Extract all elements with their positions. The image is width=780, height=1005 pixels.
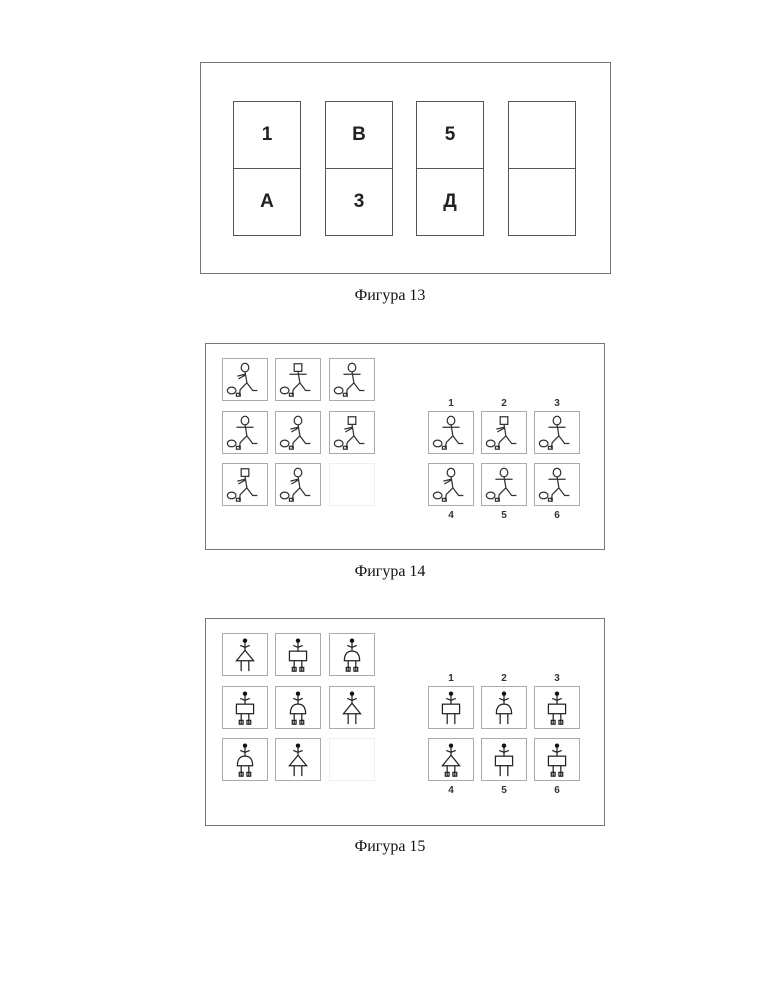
option-number: 1 — [428, 398, 474, 409]
pattern-cell — [275, 411, 321, 454]
letter-number-cell — [508, 101, 576, 169]
empty-answer-cell — [329, 463, 375, 506]
answer-option-cell — [481, 738, 527, 781]
pattern-cell — [222, 358, 268, 401]
pattern-cell — [222, 463, 268, 506]
option-number: 2 — [481, 398, 527, 409]
answer-option-cell — [481, 463, 527, 506]
pattern-cell — [275, 358, 321, 401]
pattern-cell — [222, 411, 268, 454]
letter-number-cell: 1 — [233, 101, 301, 169]
letter-number-cell: В — [325, 101, 393, 169]
option-number: 2 — [481, 673, 527, 684]
answer-option-cell — [428, 738, 474, 781]
answer-option-cell — [481, 411, 527, 454]
option-number: 4 — [428, 785, 474, 796]
empty-answer-cell — [329, 738, 375, 781]
option-number: 1 — [428, 673, 474, 684]
option-number: 3 — [534, 398, 580, 409]
option-number: 3 — [534, 673, 580, 684]
answer-option-cell — [428, 686, 474, 729]
pattern-cell — [275, 686, 321, 729]
pattern-cell — [222, 686, 268, 729]
pattern-cell — [222, 633, 268, 676]
letter-number-cell: 3 — [325, 168, 393, 236]
answer-option-cell — [481, 686, 527, 729]
answer-option-cell — [534, 738, 580, 781]
figure-14-caption: Фигура 14 — [0, 563, 780, 581]
option-number: 5 — [481, 510, 527, 521]
pattern-cell — [329, 358, 375, 401]
pattern-cell — [329, 633, 375, 676]
letter-number-cell — [508, 168, 576, 236]
pattern-cell — [275, 738, 321, 781]
pattern-cell — [275, 463, 321, 506]
pattern-cell — [329, 411, 375, 454]
answer-option-cell — [428, 411, 474, 454]
letter-number-cell: А — [233, 168, 301, 236]
answer-option-cell — [428, 463, 474, 506]
option-number: 6 — [534, 785, 580, 796]
answer-option-cell — [534, 463, 580, 506]
figure-13-caption: Фигура 13 — [0, 287, 780, 305]
pattern-cell — [329, 686, 375, 729]
option-number: 6 — [534, 510, 580, 521]
option-number: 5 — [481, 785, 527, 796]
pattern-cell — [222, 738, 268, 781]
answer-option-cell — [534, 411, 580, 454]
figure-15-caption: Фигура 15 — [0, 838, 780, 856]
option-number: 4 — [428, 510, 474, 521]
pattern-cell — [275, 633, 321, 676]
letter-number-cell: Д — [416, 168, 484, 236]
answer-option-cell — [534, 686, 580, 729]
letter-number-cell: 5 — [416, 101, 484, 169]
